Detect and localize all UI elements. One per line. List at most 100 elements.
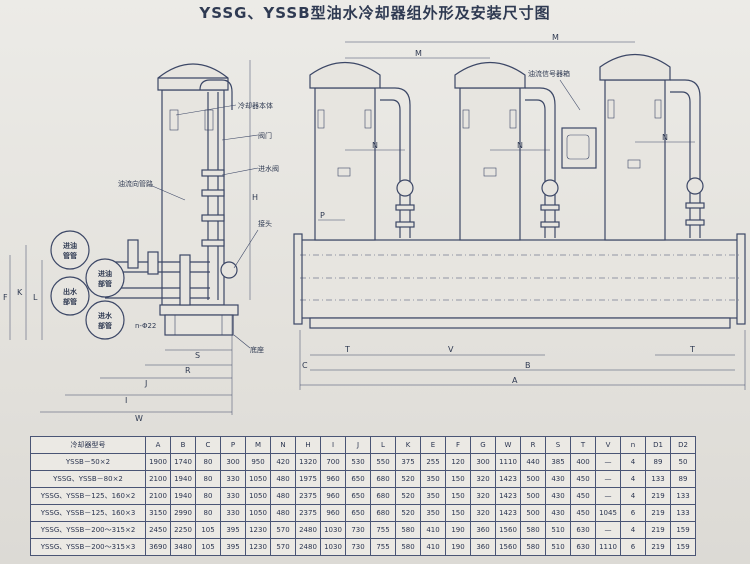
table-cell-model: YSSG、YSSB－200～315×3 bbox=[30, 538, 146, 556]
table-cell: 500 bbox=[520, 504, 546, 522]
cooler-dome-2 bbox=[454, 62, 526, 89]
table-cell: — bbox=[595, 470, 621, 488]
table-cell: 159 bbox=[670, 521, 696, 539]
header-p: P bbox=[220, 436, 246, 454]
dim-label-s: S bbox=[195, 351, 200, 360]
table-cell: 350 bbox=[420, 470, 446, 488]
pipe-label-outlet-water-1: 出水 bbox=[63, 287, 78, 296]
dim-label-c: C bbox=[302, 361, 308, 370]
elbow-pipe-side bbox=[199, 79, 233, 110]
label-oil-flow-pipe: 油流向管路 bbox=[118, 179, 153, 188]
table-cell: 480 bbox=[270, 504, 296, 522]
table-cell: — bbox=[595, 453, 621, 471]
pipe-circle-inlet-oil bbox=[85, 258, 125, 298]
table-cell: 375 bbox=[395, 453, 421, 471]
table-cell-model: YSSG、YSSB－80×2 bbox=[30, 470, 146, 488]
table-cell: 580 bbox=[520, 521, 546, 539]
drawing-title: YSSG、YSSB型油水冷却器组外形及安装尺寸图 bbox=[199, 4, 551, 22]
flange-3 bbox=[201, 214, 225, 222]
table-cell: 430 bbox=[545, 470, 571, 488]
table-cell: 530 bbox=[345, 453, 371, 471]
table-cell: 105 bbox=[195, 521, 221, 539]
table-cell: 50 bbox=[670, 453, 696, 471]
front-base bbox=[309, 317, 731, 329]
table-cell-model: YSSB－50×2 bbox=[30, 453, 146, 471]
table-cell: 650 bbox=[345, 487, 371, 505]
header-k: K bbox=[395, 436, 421, 454]
table-cell: 385 bbox=[545, 453, 571, 471]
spec-table: 冷却器型号 A B C P M N H I J L K E F G W R S … bbox=[30, 436, 696, 556]
table-cell: 2100 bbox=[145, 487, 171, 505]
header-b: B bbox=[170, 436, 196, 454]
table-cell: 4 bbox=[620, 453, 646, 471]
table-cell: 2480 bbox=[295, 521, 321, 539]
pipe-label-inlet-water-1: 进水 bbox=[98, 311, 113, 320]
table-cell: 330 bbox=[220, 487, 246, 505]
pipe-circle-outlet-water bbox=[50, 276, 90, 316]
table-cell-model: YSSG、YSSB－200～315×2 bbox=[30, 521, 146, 539]
table-cell: 480 bbox=[270, 470, 296, 488]
table-cell: 3480 bbox=[170, 538, 196, 556]
table-cell: 2250 bbox=[170, 521, 196, 539]
dim-label-n-3: N bbox=[662, 133, 668, 142]
side-view: 进油 管管 进油 部管 出水 部管 进水 部管 冷却器本体 阀门 油流向管路 进… bbox=[3, 60, 279, 423]
table-cell: 1320 bbox=[295, 453, 321, 471]
dim-label-j: J bbox=[144, 379, 147, 388]
header-g: G bbox=[470, 436, 496, 454]
table-cell: 1560 bbox=[495, 521, 521, 539]
table-cell: 450 bbox=[570, 470, 596, 488]
table-cell: 1230 bbox=[245, 521, 271, 539]
label-valve: 阀门 bbox=[258, 131, 272, 140]
dim-label-h: H bbox=[252, 193, 258, 202]
table-cell: 219 bbox=[645, 504, 671, 522]
table-cell: 89 bbox=[645, 453, 671, 471]
table-cell: 133 bbox=[670, 487, 696, 505]
elbow-pipe-2 bbox=[525, 87, 556, 238]
table-cell: 730 bbox=[345, 521, 371, 539]
table-cell: 1030 bbox=[320, 521, 346, 539]
pipe-circle-outlet-oil bbox=[50, 230, 90, 270]
table-cell: 1050 bbox=[245, 504, 271, 522]
table-cell: 2990 bbox=[170, 504, 196, 522]
dim-label-a: A bbox=[512, 376, 518, 385]
table-cell: 570 bbox=[270, 521, 296, 539]
table-cell: — bbox=[595, 487, 621, 505]
header-i: I bbox=[320, 436, 346, 454]
pipe-label-outlet-oil-2: 管管 bbox=[63, 251, 77, 260]
table-cell: 89 bbox=[670, 470, 696, 488]
table-cell: 133 bbox=[645, 470, 671, 488]
table-cell: 550 bbox=[370, 453, 396, 471]
label-inlet-water-valve: 进水阀 bbox=[258, 164, 279, 173]
dim-label-m-top: M bbox=[552, 33, 559, 42]
table-cell: 630 bbox=[570, 521, 596, 539]
header-d2: D2 bbox=[670, 436, 696, 454]
table-cell: 755 bbox=[370, 538, 396, 556]
table-cell: 420 bbox=[270, 453, 296, 471]
valve-wheel-side bbox=[220, 261, 238, 279]
table-cell: 330 bbox=[220, 504, 246, 522]
table-cell-model: YSSG、YSSB－125、160×3 bbox=[30, 504, 146, 522]
table-cell: 755 bbox=[370, 521, 396, 539]
cooler-dome-side bbox=[157, 63, 229, 91]
right-end-flange bbox=[736, 233, 746, 325]
table-cell: 510 bbox=[545, 538, 571, 556]
table-cell: 1740 bbox=[170, 453, 196, 471]
header-v: V bbox=[595, 436, 621, 454]
front-view: 油流信号器箱 M M N N N P T bbox=[293, 33, 746, 390]
cooler-dome-1 bbox=[309, 62, 381, 89]
table-cell: 960 bbox=[320, 487, 346, 505]
header-h: H bbox=[295, 436, 321, 454]
table-cell: 450 bbox=[570, 504, 596, 522]
header-c: C bbox=[195, 436, 221, 454]
table-cell: 219 bbox=[645, 521, 671, 539]
table-cell: 3690 bbox=[145, 538, 171, 556]
manifold-tee bbox=[179, 254, 191, 306]
table-cell: 6 bbox=[620, 538, 646, 556]
table-cell: 680 bbox=[370, 487, 396, 505]
table-cell: 1230 bbox=[245, 538, 271, 556]
valve-wheel-1 bbox=[396, 179, 414, 197]
table-cell: 2375 bbox=[295, 487, 321, 505]
table-cell: 395 bbox=[220, 538, 246, 556]
